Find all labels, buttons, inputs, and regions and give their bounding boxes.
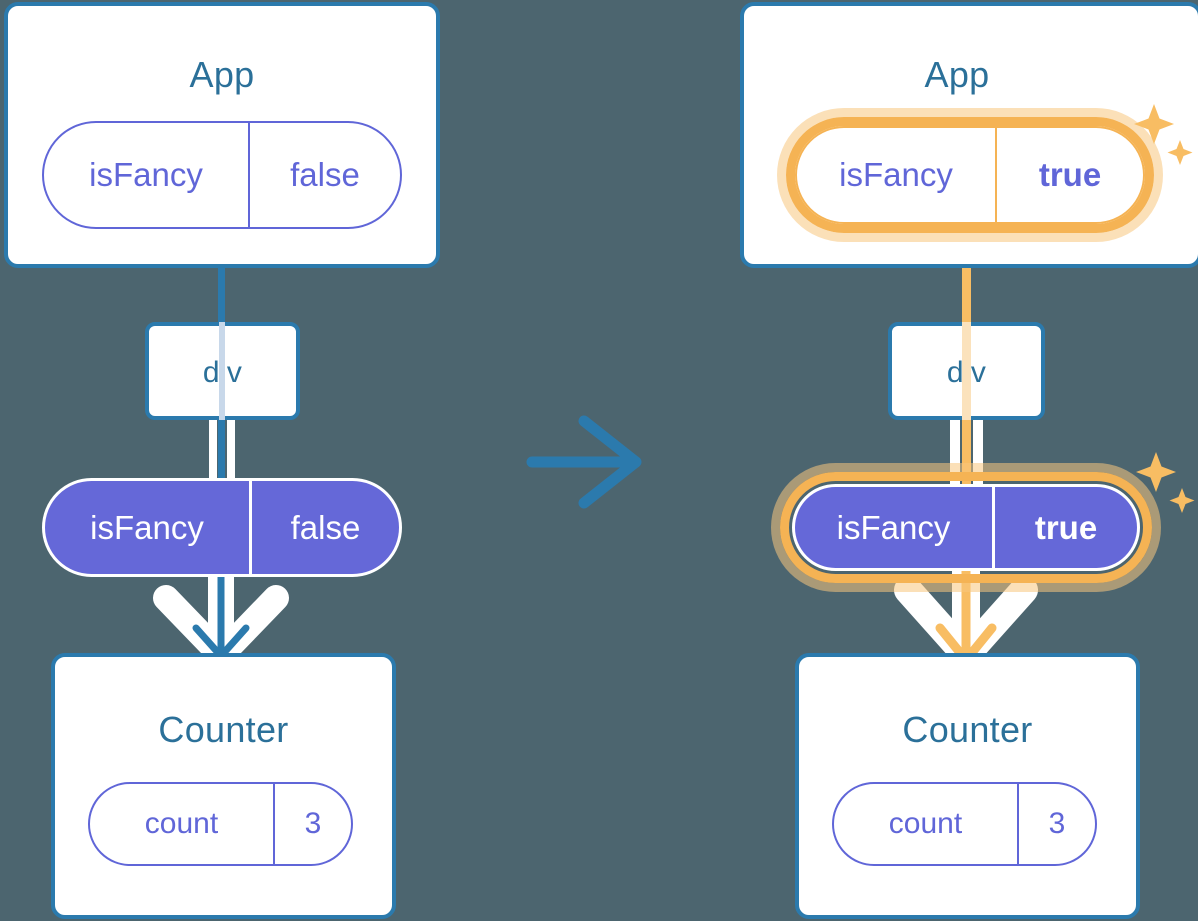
wire-div-to-pill-before <box>218 418 225 490</box>
sparkle-small <box>1167 140 1193 165</box>
sparkles-icon-app-after <box>1134 104 1193 165</box>
wire-div-to-pill-white-right-before <box>227 418 235 490</box>
prop-pill-value-before: false <box>249 481 399 574</box>
wire-inside-div-after <box>962 322 971 420</box>
counter-node-after[interactable]: Counter <box>795 653 1140 919</box>
sparkles-icon-prop-after <box>1136 452 1195 513</box>
app-state-pill-key-before: isFancy <box>89 156 203 193</box>
wire-app-to-div-after <box>962 224 971 326</box>
counter-state-pill-before[interactable]: count 3 <box>88 782 353 866</box>
app-state-pill-after[interactable]: isFancy true <box>795 126 1145 224</box>
counter-state-pill-value-before: 3 <box>273 784 351 864</box>
prop-pill-after[interactable]: isFancy true <box>792 484 1140 571</box>
prop-pill-highlight-after <box>780 472 1152 583</box>
wire-div-to-pill-white-right-after <box>973 418 983 490</box>
counter-state-pill-after[interactable]: count 3 <box>832 782 1097 866</box>
counter-state-pill-key-after: count <box>888 807 963 840</box>
wire-inside-div-before <box>219 322 225 420</box>
app-title-after: App <box>924 54 990 95</box>
app-state-pill-key-after: isFancy <box>839 156 953 193</box>
app-state-pill-before[interactable]: isFancy false <box>42 121 402 229</box>
wire-div-to-pill-white-left-before <box>209 418 217 490</box>
prop-pill-value-after: true <box>992 487 1137 568</box>
counter-title-after: Counter <box>902 709 1033 750</box>
wire-div-to-pill-white-left-after <box>950 418 960 490</box>
wire-app-to-div-before <box>218 264 225 326</box>
counter-node-before[interactable]: Counter <box>51 653 396 919</box>
sparkle-large <box>1136 452 1176 492</box>
prop-pill-key-after: isFancy <box>836 508 951 546</box>
counter-state-pill-key-before: count <box>144 807 219 840</box>
right-arrow-icon <box>526 415 642 509</box>
app-state-pill-value-before: false <box>248 123 400 227</box>
wire-div-to-pill-after <box>962 418 971 490</box>
counter-title-before: Counter <box>158 709 289 750</box>
prop-pill-key-before: isFancy <box>90 508 204 546</box>
sparkle-small <box>1169 488 1195 513</box>
prop-pill-before[interactable]: isFancy false <box>42 478 402 577</box>
app-title-before: App <box>189 54 255 95</box>
app-state-pill-value-after: true <box>995 128 1143 222</box>
counter-state-pill-value-after: 3 <box>1017 784 1095 864</box>
app-state-pill-highlight-after <box>786 117 1154 233</box>
arrow-pill-to-counter-after <box>894 552 1038 669</box>
sparkle-large <box>1134 104 1174 144</box>
arrow-pill-to-counter-before <box>153 557 289 668</box>
